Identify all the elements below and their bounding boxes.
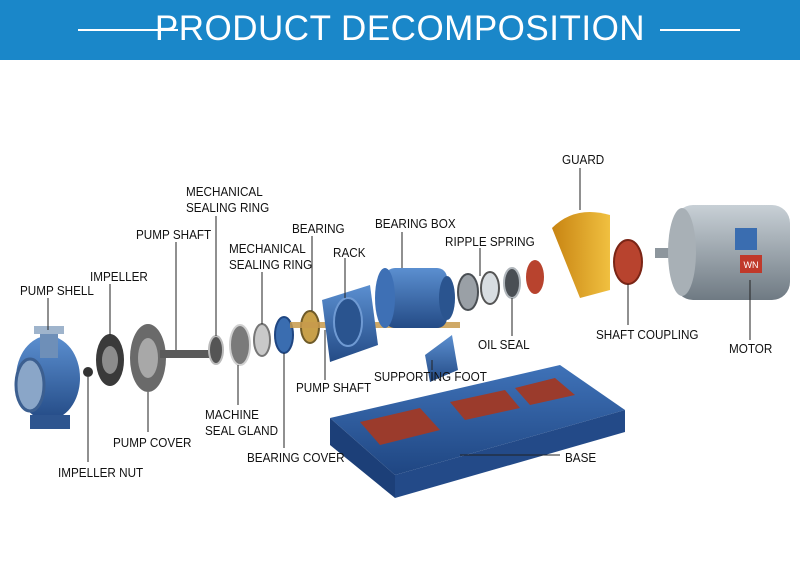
label-mechanical-sealing-ring-1a: MECHANICAL — [186, 184, 263, 199]
banner-rule-left — [78, 29, 178, 31]
mechanical-sealing-ring-2 — [253, 323, 271, 357]
motor-part: WN — [655, 205, 790, 300]
leader-lines — [47, 168, 751, 462]
impeller-nut — [83, 367, 93, 377]
label-mechanical-sealing-ring-2b: SEALING RING — [229, 257, 313, 272]
machine-seal-gland — [229, 324, 251, 366]
label-guard: GUARD — [562, 152, 605, 167]
supporting-foot-part — [425, 335, 458, 382]
pump-shaft-top — [160, 350, 210, 358]
label-impeller: IMPELLER — [90, 269, 148, 284]
rack-part — [322, 285, 378, 362]
ripple-spring-part — [457, 273, 479, 311]
label-bearing: BEARING — [292, 221, 345, 236]
label-bearing-box: BEARING BOX — [375, 216, 456, 231]
coupling-flange — [526, 260, 544, 294]
label-pump-shaft-bottom: PUMP SHAFT — [296, 380, 372, 395]
exploded-pump-illustration: WN — [14, 168, 790, 498]
label-ripple-spring: RIPPLE SPRING — [445, 234, 535, 249]
base-part — [330, 365, 625, 498]
label-pump-cover: PUMP COVER — [113, 435, 192, 450]
mechanical-sealing-ring-1 — [208, 335, 224, 365]
shaft-coupling-part — [613, 239, 643, 285]
label-machine-seal-gland-b: SEAL GLAND — [205, 423, 279, 438]
label-oil-seal: OIL SEAL — [478, 337, 530, 352]
label-motor: MOTOR — [729, 341, 773, 356]
pump-shell — [14, 326, 80, 429]
banner-rule-right — [660, 29, 740, 31]
label-mechanical-sealing-ring-1b: SEALING RING — [186, 200, 270, 215]
label-pump-shell: PUMP SHELL — [20, 283, 94, 298]
motor-badge-text: WN — [744, 260, 759, 270]
label-impeller-nut: IMPELLER NUT — [58, 465, 144, 480]
label-mechanical-sealing-ring-2a: MECHANICAL — [229, 241, 306, 256]
label-bearing-cover: BEARING COVER — [247, 450, 345, 465]
pump-cover — [130, 324, 166, 392]
oil-seal-part — [503, 267, 521, 299]
page-title: PRODUCT DECOMPOSITION — [154, 9, 646, 48]
impeller — [96, 334, 124, 386]
label-machine-seal-gland-a: MACHINE — [205, 407, 259, 422]
guard-part — [552, 211, 610, 298]
label-pump-shaft-top: PUMP SHAFT — [136, 227, 212, 242]
label-base: BASE — [565, 450, 597, 465]
bearing-box-part — [375, 268, 455, 328]
label-rack: RACK — [333, 245, 366, 260]
label-shaft-coupling: SHAFT COUPLING — [596, 327, 699, 342]
label-supporting-foot: SUPPORTING FOOT — [374, 369, 487, 384]
header-banner: PRODUCT DECOMPOSITION — [0, 0, 800, 60]
